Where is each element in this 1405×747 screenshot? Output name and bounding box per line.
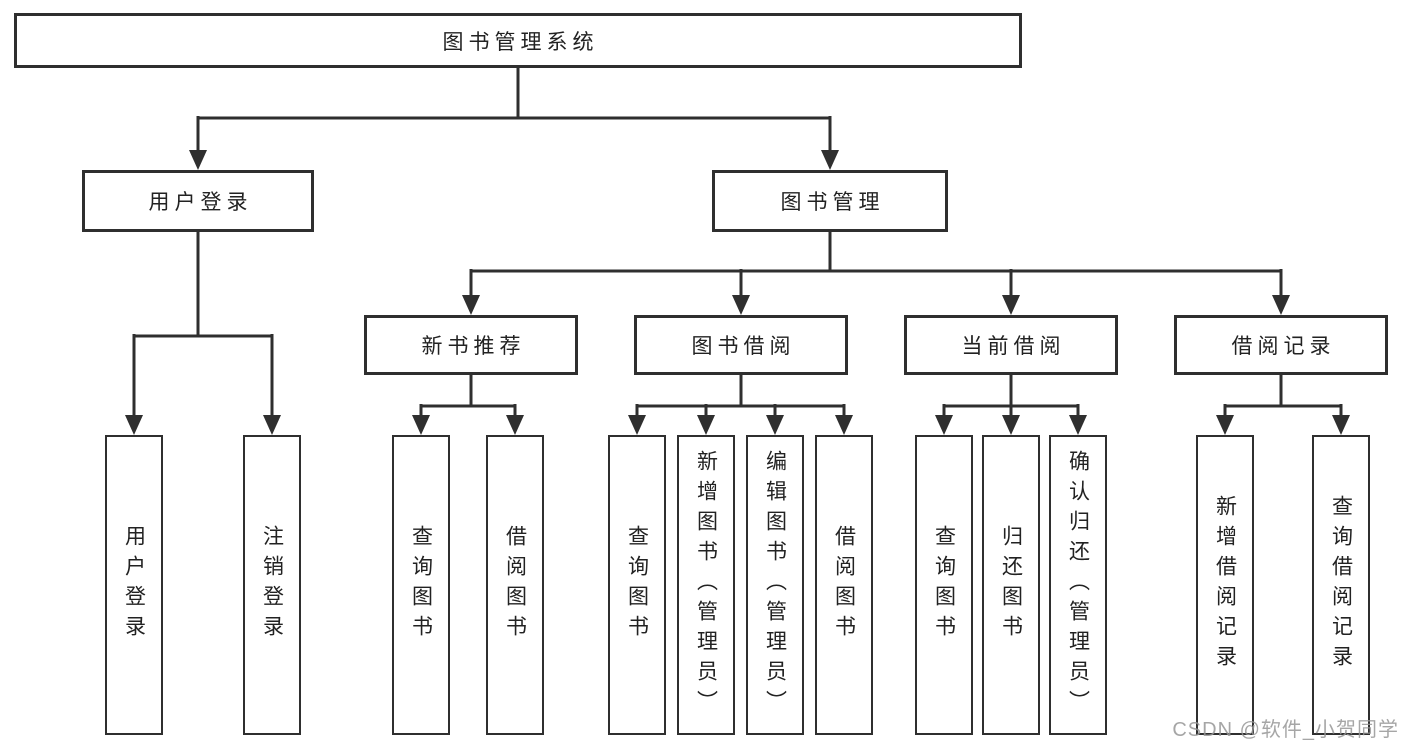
watermark: CSDN @软件_小贺同学 (1172, 719, 1399, 741)
connector-user-login-to-leaves (125, 230, 281, 435)
leaf-borrow-books: 借阅图书 (815, 435, 873, 735)
connector-borrow-records-to-leaves (1216, 373, 1350, 435)
leaf-logout: 注销登录 (243, 435, 301, 735)
leaf-query-borrow-record-label: 查询借阅记录 (1329, 495, 1353, 675)
leaf-confirm-return-admin-label: 确认归还（管理员） (1066, 450, 1090, 720)
connector-book-borrow-to-leaves (628, 373, 853, 435)
node-borrow-records-label: 借阅记录 (1231, 335, 1336, 358)
leaf-add-borrow-record-label: 新增借阅记录 (1213, 495, 1237, 675)
leaf-confirm-return-admin: 确认归还（管理员） (1049, 435, 1107, 735)
node-book-management: 图书管理 (712, 170, 948, 232)
leaf-user-login: 用户登录 (105, 435, 163, 735)
leaf-borrow-books-label: 借阅图书 (832, 525, 856, 645)
node-library-management-system-label: 图书管理系统 (442, 30, 599, 54)
leaf-borrow-books-recommend: 借阅图书 (486, 435, 544, 735)
node-book-borrow-label: 图书借阅 (691, 335, 796, 358)
node-current-borrow-label: 当前借阅 (961, 335, 1066, 358)
leaf-query-books-recommend: 查询图书 (392, 435, 450, 735)
leaf-return-book: 归还图书 (982, 435, 1040, 735)
leaf-return-book-label: 归还图书 (999, 525, 1023, 645)
leaf-edit-book-admin: 编辑图书（管理员） (746, 435, 804, 735)
leaf-query-books-current-label: 查询图书 (932, 525, 956, 645)
leaf-add-borrow-record: 新增借阅记录 (1196, 435, 1254, 735)
leaf-borrow-books-recommend-label: 借阅图书 (503, 525, 527, 645)
node-book-borrow: 图书借阅 (634, 315, 848, 375)
leaf-query-borrow-record: 查询借阅记录 (1312, 435, 1370, 735)
connector-book-management-to-level2 (462, 230, 1290, 315)
node-library-management-system: 图书管理系统 (14, 13, 1022, 68)
leaf-add-book-admin: 新增图书（管理员） (677, 435, 735, 735)
node-user-login: 用户登录 (82, 170, 314, 232)
connector-new-book-recommend-to-leaves (412, 373, 524, 435)
leaf-query-books-borrow-label: 查询图书 (625, 525, 649, 645)
node-borrow-records: 借阅记录 (1174, 315, 1388, 375)
leaf-query-books-recommend-label: 查询图书 (409, 525, 433, 645)
leaf-query-books-current: 查询图书 (915, 435, 973, 735)
leaf-query-books-borrow: 查询图书 (608, 435, 666, 735)
node-new-book-recommend: 新书推荐 (364, 315, 578, 375)
node-new-book-recommend-label: 新书推荐 (421, 335, 526, 358)
connector-current-borrow-to-leaves (935, 373, 1087, 435)
node-current-borrow: 当前借阅 (904, 315, 1118, 375)
connector-root-to-level1 (189, 66, 839, 170)
leaf-edit-book-admin-label: 编辑图书（管理员） (763, 450, 787, 720)
leaf-user-login-label: 用户登录 (122, 525, 146, 645)
node-user-login-label: 用户登录 (148, 191, 253, 214)
leaf-logout-label: 注销登录 (260, 525, 284, 645)
leaf-add-book-admin-label: 新增图书（管理员） (694, 450, 718, 720)
node-book-management-label: 图书管理 (780, 191, 885, 214)
